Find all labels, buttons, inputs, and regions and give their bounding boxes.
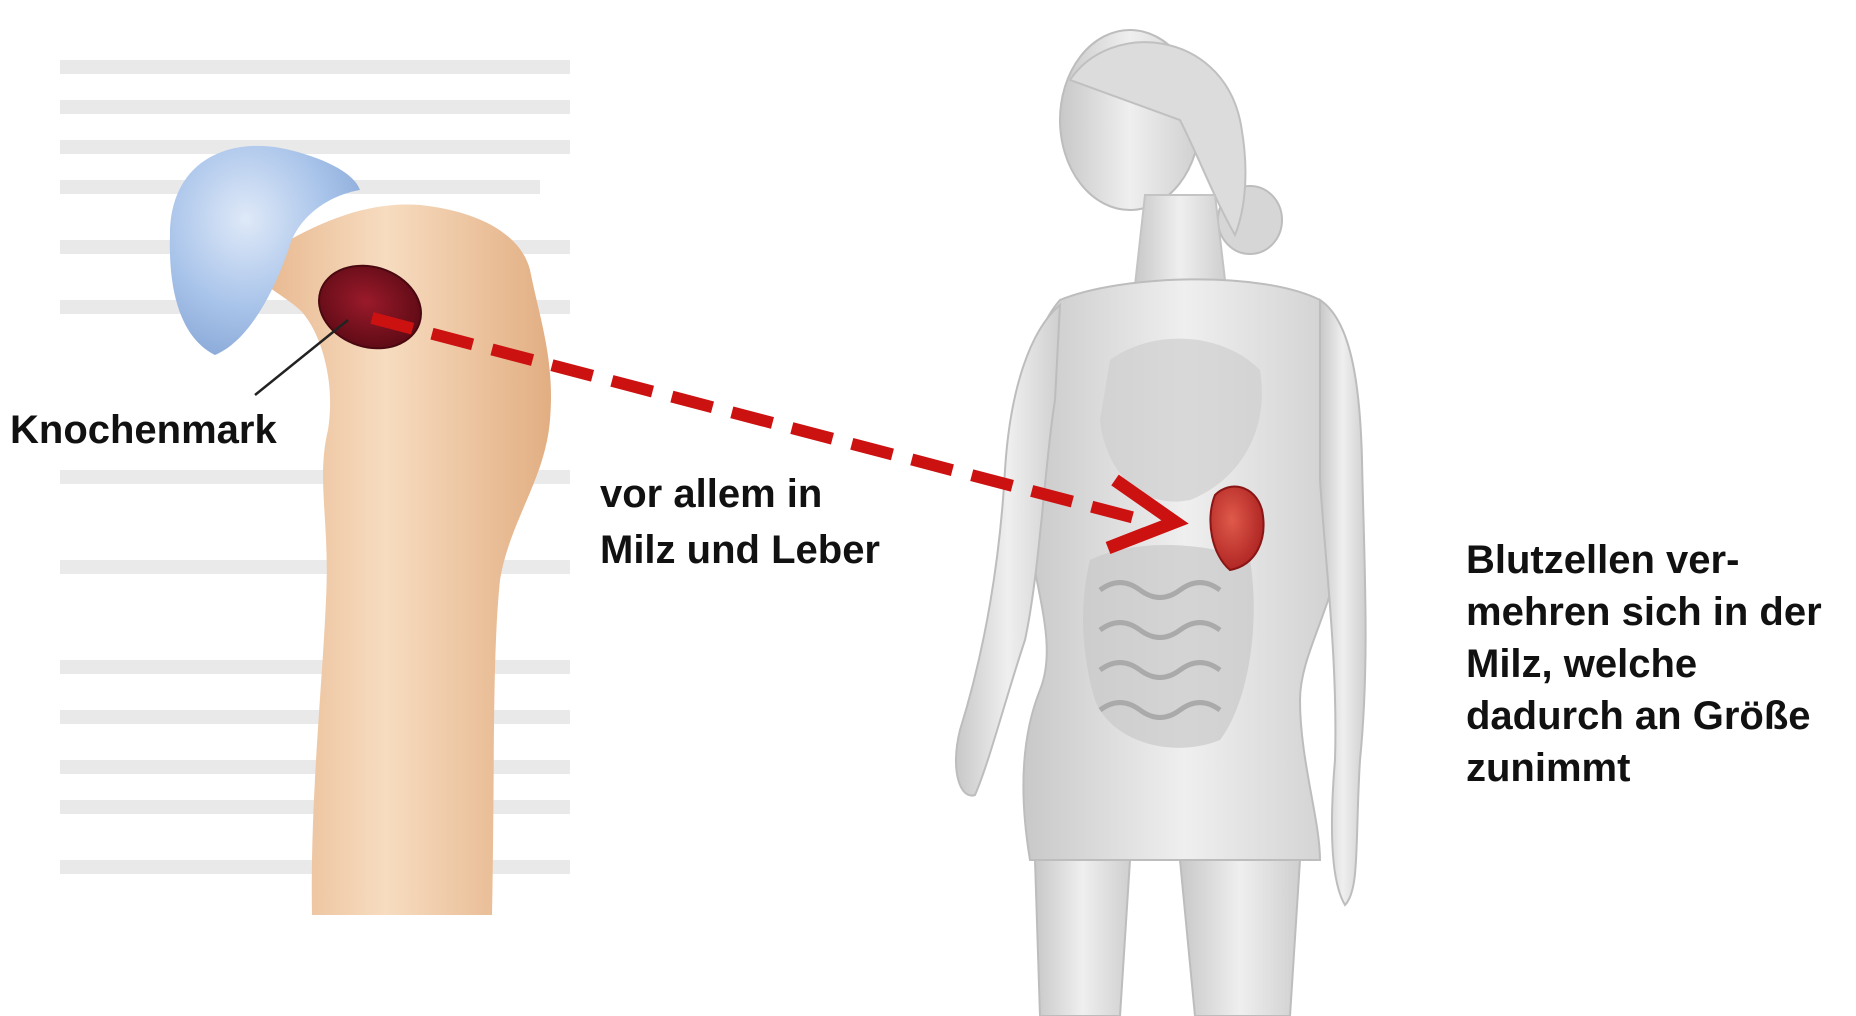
label-spleen-growth: Blutzellen ver- mehren sich in der Milz,… xyxy=(1466,534,1822,794)
label-bone-marrow: Knochenmark xyxy=(10,406,277,454)
femur-bone-illustration xyxy=(170,146,551,915)
label-growth-line2: mehren sich in der xyxy=(1466,586,1822,638)
label-growth-line1: Blutzellen ver- xyxy=(1466,534,1822,586)
label-organs-line2: Milz und Leber xyxy=(600,522,880,578)
label-organs: vor allem in Milz und Leber xyxy=(600,466,880,578)
label-growth-line3: Milz, welche xyxy=(1466,638,1822,690)
label-growth-line4: dadurch an Größe xyxy=(1466,690,1822,742)
label-growth-line5: zunimmt xyxy=(1466,742,1822,794)
label-organs-line1: vor allem in xyxy=(600,466,880,522)
